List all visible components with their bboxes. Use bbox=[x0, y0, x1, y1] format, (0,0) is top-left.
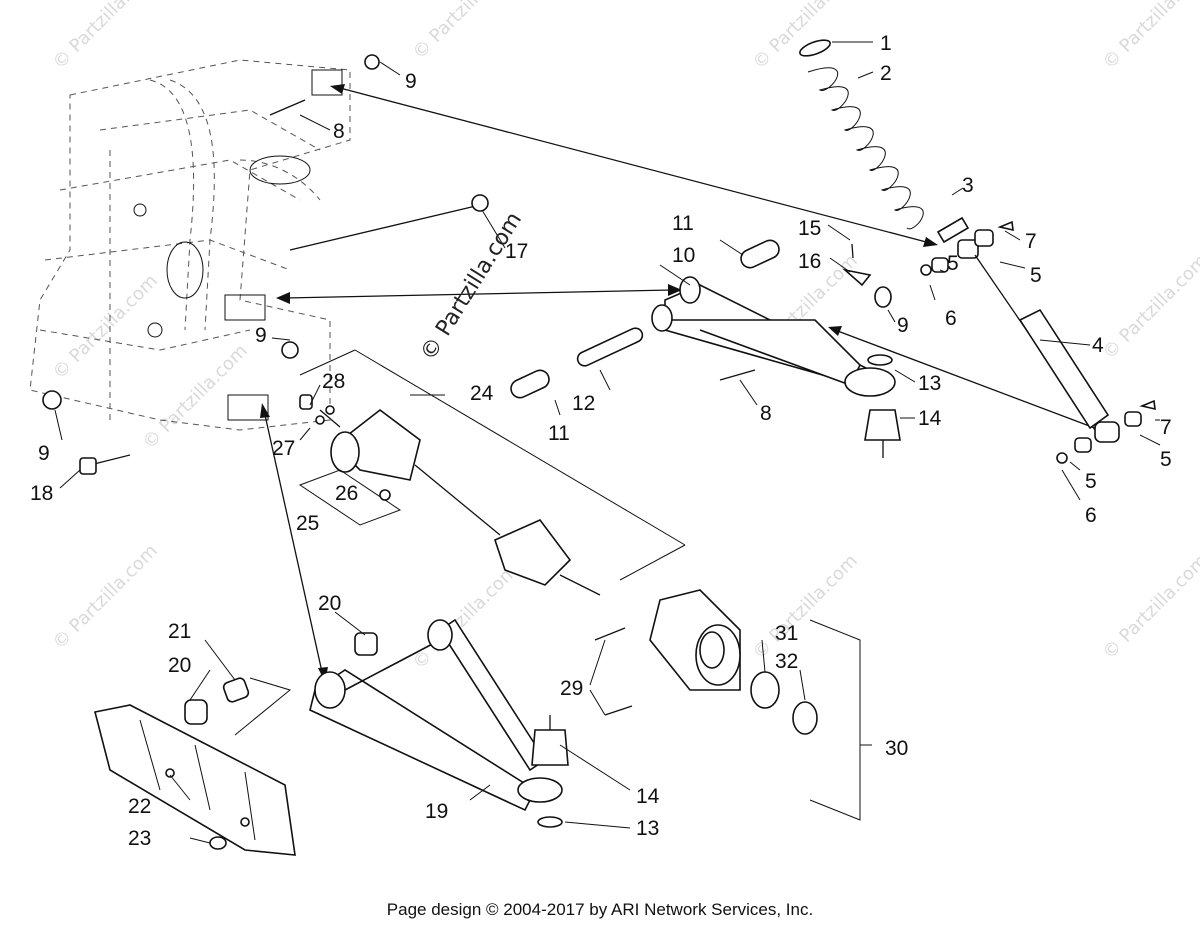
part-label-5: 5 bbox=[947, 252, 959, 275]
part-label-20: 20 bbox=[318, 592, 341, 615]
part-label-9: 9 bbox=[897, 314, 909, 337]
watermark: © Partzilla.com bbox=[749, 0, 862, 74]
upper-a-arm bbox=[510, 239, 901, 458]
part-label-6: 6 bbox=[1085, 504, 1097, 527]
vehicle-frame bbox=[29, 59, 351, 431]
watermark: © Partzilla.com bbox=[1099, 550, 1200, 663]
shock-assembly bbox=[799, 39, 1156, 464]
part-label-25: 25 bbox=[296, 512, 319, 535]
part-label-11: 11 bbox=[548, 422, 570, 445]
part-label-6: 6 bbox=[945, 307, 957, 330]
part-label-10: 10 bbox=[672, 244, 695, 267]
part-label-1: 1 bbox=[880, 32, 892, 55]
watermark: © Partzilla.com bbox=[49, 0, 162, 74]
part-label-5: 5 bbox=[1085, 470, 1097, 493]
part-label-21: 21 bbox=[168, 620, 191, 643]
part-label-23: 23 bbox=[128, 827, 151, 850]
part-label-26: 26 bbox=[335, 482, 358, 505]
part-label-14: 14 bbox=[636, 785, 660, 808]
watermark: © Partzilla.com bbox=[1099, 0, 1200, 74]
watermark-main: © Partzilla.com bbox=[416, 208, 527, 365]
part-label-14: 14 bbox=[918, 407, 942, 430]
part-label-18: 18 bbox=[30, 482, 53, 505]
part-label-32: 32 bbox=[775, 650, 798, 673]
part-label-9: 9 bbox=[38, 442, 50, 465]
part-label-2: 2 bbox=[880, 62, 892, 85]
footer-copyright: Page design © 2004-2017 by ARI Network S… bbox=[386, 900, 814, 919]
part-label-13: 13 bbox=[918, 372, 941, 395]
watermark: © Partzilla.com bbox=[139, 340, 252, 453]
part-label-19: 19 bbox=[425, 800, 448, 823]
part-label-5: 5 bbox=[1160, 448, 1172, 471]
part-label-8: 8 bbox=[760, 402, 772, 425]
part-label-3: 3 bbox=[962, 174, 974, 197]
part-label-12: 12 bbox=[572, 392, 595, 415]
part-label-9: 9 bbox=[405, 70, 417, 93]
part-label-7: 7 bbox=[1160, 416, 1172, 439]
part-label-7: 7 bbox=[1025, 230, 1037, 253]
watermark: © Partzilla.com bbox=[749, 550, 862, 663]
part-label-8: 8 bbox=[333, 120, 345, 143]
part-label-17: 17 bbox=[505, 240, 528, 263]
part-label-29: 29 bbox=[560, 677, 583, 700]
part-labels: 1 2 3 4 5 5 5 5 6 6 7 7 8 8 9 9 9 9 10 1… bbox=[30, 32, 1172, 850]
watermark: © Partzilla.com bbox=[49, 540, 162, 653]
part-label-30: 30 bbox=[885, 737, 908, 760]
watermark: © Partzilla.com bbox=[1099, 250, 1200, 363]
part-label-24: 24 bbox=[470, 382, 494, 405]
reference-arrows bbox=[260, 84, 1101, 682]
part-label-20: 20 bbox=[168, 654, 191, 677]
part-label-22: 22 bbox=[128, 795, 151, 818]
skid-plate bbox=[94, 677, 296, 856]
part-label-28: 28 bbox=[322, 370, 345, 393]
part-label-5: 5 bbox=[1030, 264, 1042, 287]
part-label-11: 11 bbox=[672, 212, 694, 235]
axle-assembly bbox=[298, 349, 686, 596]
lower-a-arm bbox=[184, 618, 569, 828]
watermark: © Partzilla.com bbox=[49, 270, 162, 383]
frame-bolts bbox=[42, 54, 489, 475]
steering-knuckle bbox=[594, 589, 861, 821]
watermark: © Partzilla.com bbox=[409, 0, 522, 64]
leader-lines bbox=[54, 41, 1161, 844]
part-label-16: 16 bbox=[798, 250, 821, 273]
part-label-9: 9 bbox=[255, 324, 267, 347]
part-label-13: 13 bbox=[636, 817, 659, 840]
part-label-27: 27 bbox=[272, 437, 295, 460]
part-label-4: 4 bbox=[1092, 334, 1104, 357]
part-label-15: 15 bbox=[798, 217, 821, 240]
part-label-31: 31 bbox=[775, 622, 798, 645]
